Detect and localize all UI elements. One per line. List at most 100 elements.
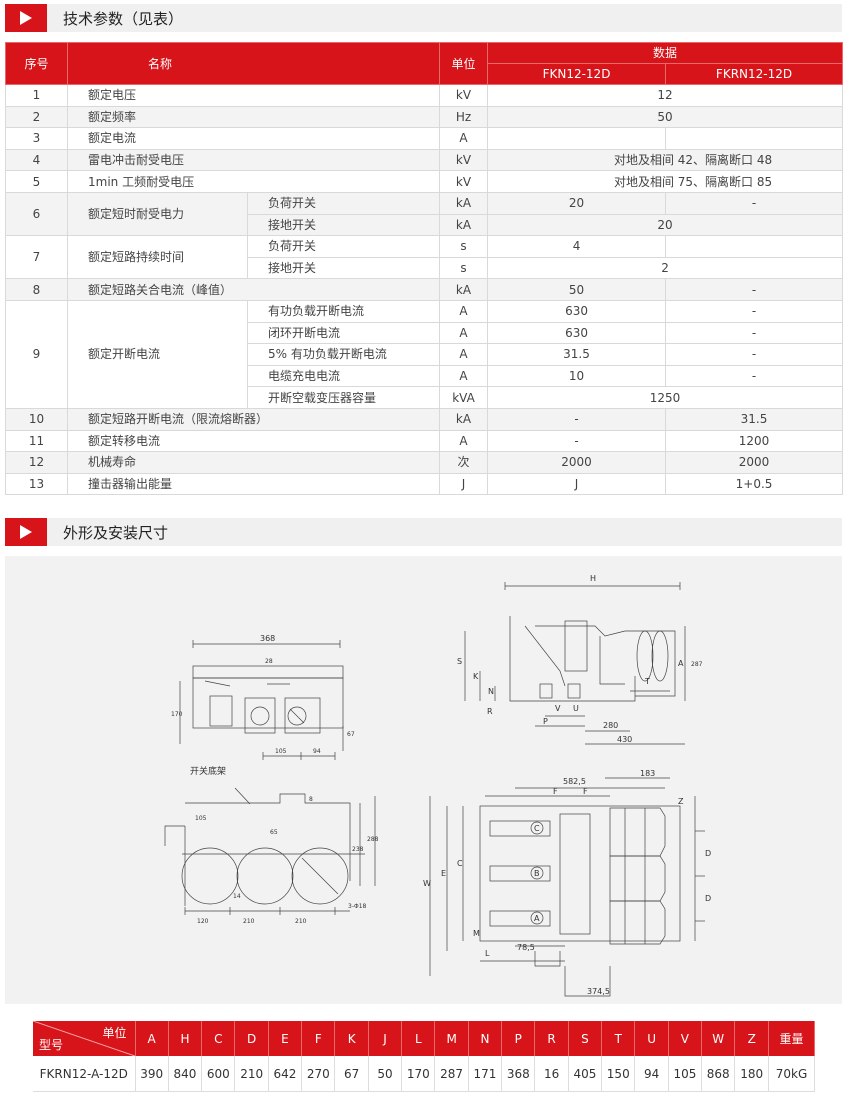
dim-label: 183 (640, 769, 655, 778)
dim-label: D (705, 894, 711, 903)
dim-header: R (534, 1021, 569, 1056)
dim-label: R (487, 707, 493, 716)
dim-header: Z (734, 1021, 769, 1056)
header-model-fkn: FKN12-12D (487, 63, 667, 85)
dim-label: 582,5 (563, 777, 586, 786)
dim-label: 78,5 (517, 943, 535, 952)
dim-label: 105 (275, 748, 287, 755)
dim-label: 94 (313, 748, 321, 755)
phase-label: B (534, 869, 540, 878)
dim-label: 105 (195, 815, 207, 822)
dim-label: D (705, 849, 711, 858)
dim-label: 374,5 (587, 987, 610, 996)
dim-label: 8 (309, 796, 313, 803)
section-header-specs: 技术参数（见表） (5, 4, 842, 32)
dim-label: N (488, 687, 494, 696)
table-row: 4 雷电冲击耐受电压 kV 对地及相间 42、隔离断口 48 (5, 148, 844, 172)
dim-label: A (678, 659, 684, 668)
dim-label: 430 (617, 735, 632, 744)
dim-label: 120 (197, 918, 209, 925)
dim-label: C (457, 859, 463, 868)
base-frame-drawing (164, 787, 376, 915)
table-row: 11 额定转移电流 A - 1200 (5, 429, 844, 453)
dim-header: 重量 (768, 1021, 815, 1056)
specs-table: 序号 名称 单位 数据 FKN12-12D FKRN12-12D 1 额定电压 … (5, 42, 844, 496)
dim-label: P (543, 717, 548, 726)
dim-header: L (401, 1021, 436, 1056)
dim-header: M (434, 1021, 469, 1056)
front-panel-drawing (179, 640, 344, 760)
dim-label: F (583, 787, 588, 796)
table-row: 1 额定电压 kV 12 (5, 84, 844, 107)
header-unit: 单位 (439, 42, 489, 85)
dim-label: 368 (260, 634, 275, 643)
header-index: 序号 (5, 42, 68, 85)
table-row: 闭环开断电流 A 630 - (6, 321, 844, 345)
dim-label: 3-Φ18 (348, 903, 367, 910)
dim-label: E (441, 869, 446, 878)
dim-label: 210 (243, 918, 255, 925)
table-row: 12 机械寿命 次 2000 2000 (5, 451, 844, 474)
top-view-drawing (429, 777, 705, 997)
dim-label: 287 (691, 661, 703, 668)
dim-label: L (485, 949, 490, 958)
dim-header: T (601, 1021, 636, 1056)
corner-header: 单位 型号 (33, 1021, 136, 1056)
dim-header: A (135, 1021, 169, 1056)
dim-header: S (568, 1021, 603, 1056)
dim-label: M (473, 929, 480, 938)
dim-label: 280 (603, 721, 618, 730)
table-row: 5 1min 工频耐受电压 kV 对地及相间 75、隔离断口 85 (5, 170, 844, 193)
table-row: 2 额定频率 Hz 50 (5, 105, 844, 129)
dim-label: U (573, 704, 579, 713)
dim-header: U (634, 1021, 669, 1056)
dim-header: J (368, 1021, 403, 1056)
table-row: 6 额定短时耐受电力 负荷开关 kA 20 - (5, 191, 844, 237)
dim-label: F (553, 787, 558, 796)
dim-label: 14 (233, 893, 241, 900)
dim-header: C (201, 1021, 236, 1056)
table-row: 5% 有功负载开断电流 A 31.5 - (6, 343, 844, 366)
play-arrow-icon (5, 4, 47, 32)
phase-label: C (534, 824, 540, 833)
header-model-fkrn: FKRN12-12D (665, 63, 844, 85)
dim-label: 238 (352, 846, 364, 853)
dim-header: H (168, 1021, 203, 1056)
dim-label: 65 (270, 829, 278, 836)
table-row: FKRN12-A-12D 390 840 600 210 642 270 67 … (33, 1056, 815, 1092)
dim-header: W (701, 1021, 736, 1056)
dim-label: 67 (347, 731, 355, 738)
dim-label: Z (678, 797, 684, 806)
dim-label: W (423, 879, 431, 888)
table-row: 13 撞击器输出能量 J J 1+0.5 (5, 472, 844, 496)
dim-label: K (473, 672, 479, 681)
dim-header: P (501, 1021, 536, 1056)
table-row: 10 额定短路开断电流（限流熔断器） kA - 31.5 (5, 407, 844, 431)
dim-header: K (334, 1021, 369, 1056)
table-row: 9 额定开断电流 有功负载开断电流 A 630 - (5, 299, 844, 409)
dim-header: V (668, 1021, 703, 1056)
dim-label: 210 (295, 918, 307, 925)
table-row: 8 额定短路关合电流（峰值） kA 50 - (5, 278, 844, 301)
header-name: 名称 (66, 42, 441, 85)
dim-header: F (301, 1021, 336, 1056)
table-row: 接地开关 s 2 (6, 256, 844, 280)
frame-label: 开关底架 (190, 765, 226, 777)
side-view-drawing (464, 582, 686, 745)
dimensions-table: 单位 型号 A H C D E F K J L M N P R S T U V … (33, 1021, 815, 1092)
section-title: 技术参数（见表） (63, 10, 184, 28)
model-cell: FKRN12-A-12D (33, 1056, 136, 1092)
dim-label: T (644, 677, 650, 686)
table-row: 7 额定短路持续时间 负荷开关 s 4 (5, 235, 844, 280)
section-title: 外形及安装尺寸 (63, 524, 169, 542)
dim-label: S (457, 657, 462, 666)
dim-header: N (468, 1021, 503, 1056)
technical-drawings: 368 28 170 67 105 94 开关底架 8 105 65 238 2… (164, 574, 711, 997)
dim-label: 28 (265, 658, 273, 665)
dim-label: H (590, 574, 596, 583)
dim-header: E (268, 1021, 303, 1056)
dim-label: V (555, 704, 561, 713)
table-row: 开断空载变压器容量 kVA 1250 (6, 386, 844, 409)
dim-header: D (234, 1021, 269, 1056)
play-arrow-icon (5, 518, 47, 546)
